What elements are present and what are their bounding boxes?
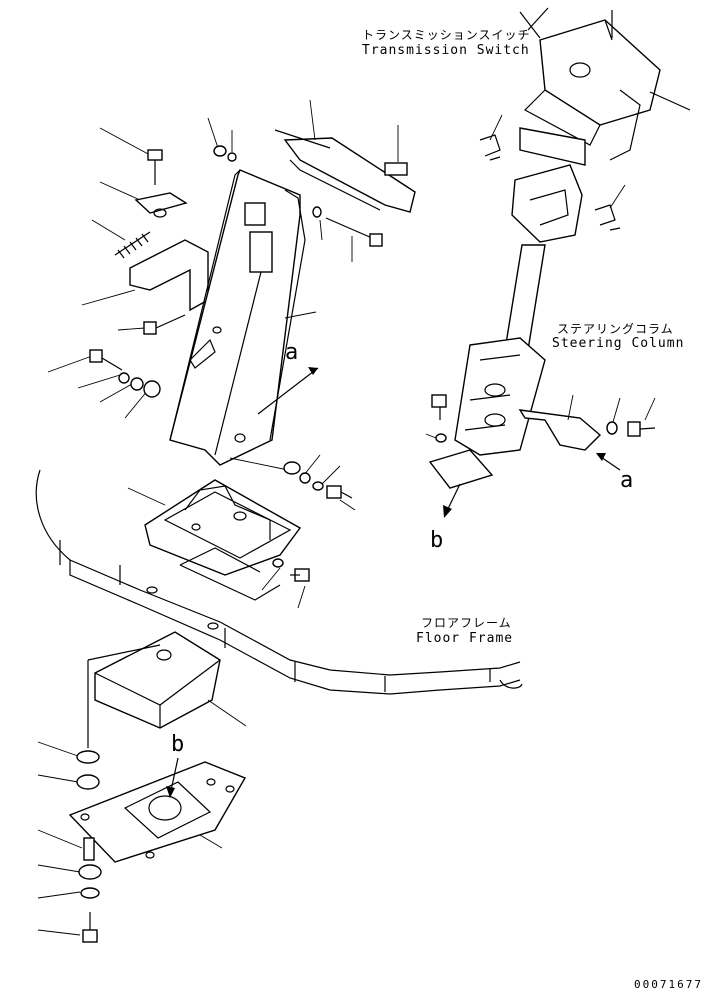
floor-frame-label-jp: フロアフレーム — [421, 616, 512, 630]
floor-pad — [94, 631, 247, 729]
steering-column-part — [425, 7, 691, 518]
lower-plate — [68, 757, 247, 863]
transmission-switch-part — [207, 99, 416, 262]
callout-b-right: b — [430, 528, 444, 553]
base-mount — [127, 479, 310, 609]
transmission-switch-label-en: Transmission Switch — [362, 43, 530, 58]
column-pedestal — [169, 169, 317, 466]
upper-left-parts — [81, 127, 209, 335]
callout-a-right: a — [620, 468, 634, 493]
steering-column-label-en: Steering Column — [552, 336, 685, 351]
lower-left-fasteners — [37, 644, 161, 943]
pedestal-fasteners — [229, 454, 356, 511]
arrow-a-left — [257, 367, 319, 415]
floor-frame — [35, 469, 523, 695]
steering-column-label-jp: ステアリングコラム — [557, 322, 674, 336]
callout-a-left: a — [285, 340, 299, 365]
transmission-switch-label-jp: トランスミッションスイッチ — [362, 28, 531, 42]
left-fasteners — [47, 349, 161, 419]
drawing-number: 00071677 — [634, 978, 703, 991]
floor-frame-label-en: Floor Frame — [416, 631, 514, 646]
callout-b-lower: b — [171, 732, 185, 757]
